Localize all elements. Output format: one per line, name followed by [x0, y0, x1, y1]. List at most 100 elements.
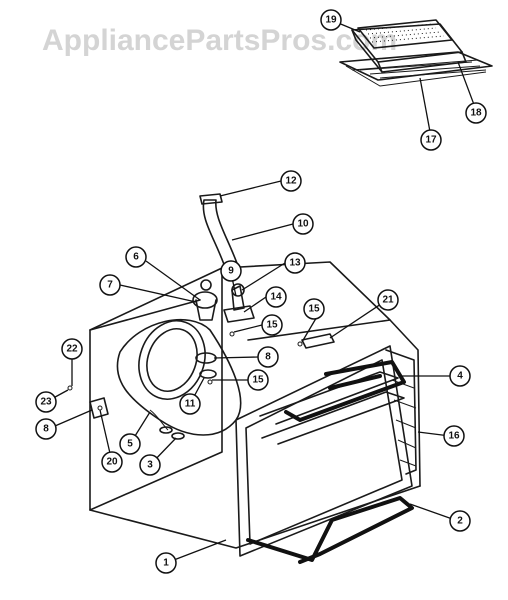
callout-17[interactable]: 17 — [420, 129, 442, 151]
rack-guide-2 — [261, 391, 405, 445]
svg-text:22: 22 — [66, 344, 78, 355]
callout-6[interactable]: 6 — [125, 246, 147, 268]
callout-4[interactable]: 4 — [449, 365, 471, 387]
svg-text:16: 16 — [448, 431, 460, 442]
mount-bracket — [223, 305, 255, 323]
screw-20 — [97, 405, 103, 411]
heating-elements — [246, 360, 414, 564]
svg-text:3: 3 — [147, 460, 153, 471]
callout-7[interactable]: 7 — [99, 274, 121, 296]
callout-3[interactable]: 3 — [139, 454, 161, 476]
svg-text:9: 9 — [228, 266, 234, 277]
vent-tube — [202, 199, 239, 271]
oven-vent-ring-outer — [138, 320, 206, 400]
oven-front-opening — [245, 359, 403, 545]
svg-text:18: 18 — [470, 108, 482, 119]
svg-text:15: 15 — [266, 320, 278, 331]
oven-top-rear-edge — [89, 299, 201, 331]
broiler-grid — [339, 51, 493, 81]
svg-text:10: 10 — [297, 219, 309, 230]
rack-guide-right — [385, 349, 417, 475]
callout-12[interactable]: 12 — [280, 170, 302, 192]
grommet-3b — [171, 432, 185, 440]
svg-text:8: 8 — [43, 424, 49, 435]
svg-text:6: 6 — [133, 252, 139, 263]
screw-15b — [207, 379, 213, 385]
broiler-pan-side — [351, 29, 383, 73]
oven-left-side — [89, 267, 223, 511]
svg-text:17: 17 — [425, 135, 437, 146]
broiler-insert — [357, 19, 453, 49]
callout-14[interactable]: 14 — [265, 286, 287, 308]
svg-text:20: 20 — [106, 457, 118, 468]
svg-text:19: 19 — [325, 15, 337, 26]
svg-text:5: 5 — [127, 439, 133, 450]
callout-10[interactable]: 10 — [292, 213, 314, 235]
callout-8-top[interactable]: 8 — [257, 346, 279, 368]
rack-guide-1 — [259, 371, 399, 425]
callout-2[interactable]: 2 — [449, 510, 471, 532]
broiler-pan-front — [381, 51, 467, 73]
oven-cavity — [89, 261, 421, 557]
oven-vent-ring-inner — [146, 328, 198, 392]
screw-15c — [297, 341, 303, 347]
svg-text:4: 4 — [457, 371, 463, 382]
broil-element — [284, 360, 406, 422]
igniter — [231, 285, 245, 311]
callout-21[interactable]: 21 — [377, 289, 399, 311]
callout-23[interactable]: 23 — [35, 391, 57, 413]
svg-text:21: 21 — [382, 295, 394, 306]
callout-13[interactable]: 13 — [284, 252, 306, 274]
gasket-8 — [195, 352, 217, 364]
oven-top — [221, 261, 391, 341]
gasket-11 — [199, 369, 217, 379]
side-parts — [67, 385, 185, 440]
watermark-text: AppliancePartsPros.com — [42, 24, 397, 57]
grommet-3a — [159, 426, 173, 434]
rack-guide-slots — [391, 379, 417, 467]
svg-text:14: 14 — [270, 292, 282, 303]
screw-15a — [229, 331, 235, 337]
screw-23 — [67, 385, 73, 391]
callout-15-mid[interactable]: 15 — [247, 369, 269, 391]
svg-text:23: 23 — [40, 397, 52, 408]
svg-text:15: 15 — [252, 375, 264, 386]
callout-5[interactable]: 5 — [119, 433, 141, 455]
insulation-outline — [116, 318, 242, 436]
broiler-grid-slats — [345, 59, 487, 87]
callout-8-side[interactable]: 8 — [35, 418, 57, 440]
callout-9[interactable]: 9 — [220, 260, 242, 282]
svg-text:1: 1 — [163, 558, 169, 569]
rack-guides — [259, 349, 417, 475]
callout-11[interactable]: 11 — [179, 393, 201, 415]
bake-element — [246, 496, 414, 564]
svg-text:15: 15 — [308, 304, 320, 315]
callout-18[interactable]: 18 — [465, 102, 487, 124]
gasket-6 — [192, 291, 218, 309]
callout-1[interactable]: 1 — [155, 552, 177, 574]
latch-bracket — [89, 397, 109, 419]
oven-bottom-edge — [89, 485, 421, 549]
svg-text:12: 12 — [285, 176, 297, 187]
svg-text:8: 8 — [265, 352, 271, 363]
callout-19[interactable]: 19 — [320, 9, 342, 31]
callout-16[interactable]: 16 — [443, 425, 465, 447]
callout-20[interactable]: 20 — [101, 451, 123, 473]
svg-text:7: 7 — [107, 280, 113, 291]
callout-15-top[interactable]: 15 — [261, 314, 283, 336]
vent-clamp — [199, 193, 223, 205]
callout-15-rear[interactable]: 15 — [303, 298, 325, 320]
svg-text:13: 13 — [289, 258, 301, 269]
oven-right-rear — [389, 319, 421, 487]
svg-text:11: 11 — [185, 399, 196, 410]
svg-text:2: 2 — [457, 516, 463, 527]
sensor-housing — [195, 299, 217, 321]
wire-5 — [149, 409, 169, 431]
terminal-block — [301, 333, 335, 349]
sensor-cap — [200, 279, 212, 291]
broil-element-inner — [328, 374, 382, 390]
igniter-top — [231, 283, 245, 297]
callout-22[interactable]: 22 — [61, 338, 83, 360]
broiler-pan-assembly — [339, 19, 493, 87]
